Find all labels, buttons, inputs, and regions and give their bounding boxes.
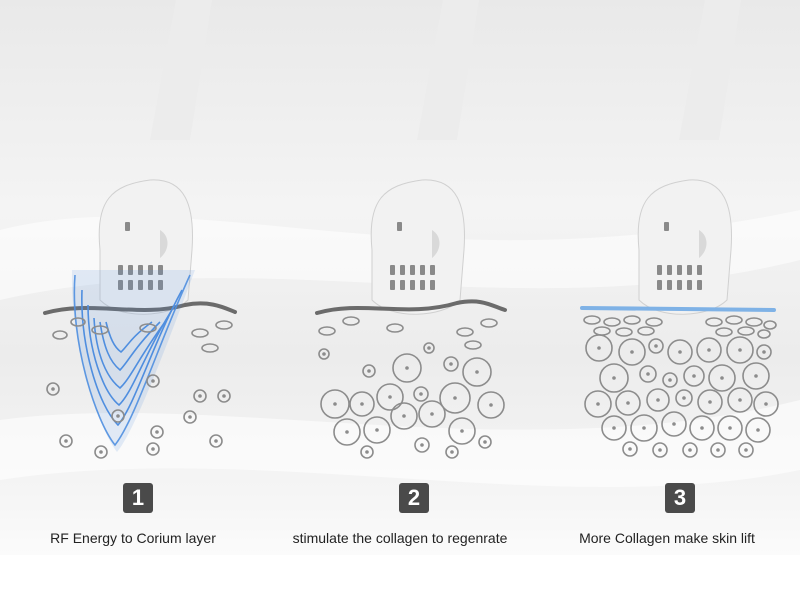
rf-handpiece-icon (370, 0, 479, 315)
lifted-skin-line (580, 306, 776, 312)
step-1-panel: 1 RF Energy to Corium layer (0, 0, 266, 594)
skin-surface-line (43, 301, 237, 315)
collagen-cells (46, 317, 233, 459)
collagen-cells (583, 315, 779, 458)
step-caption: stimulate the collagen to regenrate (292, 530, 508, 546)
step-2-panel: 2 stimulate the collagen to regenrate (267, 0, 533, 594)
step-number-badge: 1 (123, 483, 153, 513)
step-number-badge: 2 (399, 483, 429, 513)
step-number-badge: 3 (665, 483, 695, 513)
step-caption: More Collagen make skin lift (579, 530, 755, 546)
step-3-panel: 3 More Collagen make skin lift (534, 0, 800, 594)
collagen-cells (318, 316, 505, 459)
rf-handpiece-icon (637, 0, 741, 315)
rf-handpiece-icon (98, 0, 212, 315)
rf-energy-waves (73, 274, 191, 447)
step-1-illustration (43, 0, 237, 459)
step-caption: RF Energy to Corium layer (50, 530, 216, 546)
step-2-illustration (315, 0, 507, 459)
step-3-illustration (580, 0, 779, 458)
skin-surface-line (315, 299, 507, 315)
